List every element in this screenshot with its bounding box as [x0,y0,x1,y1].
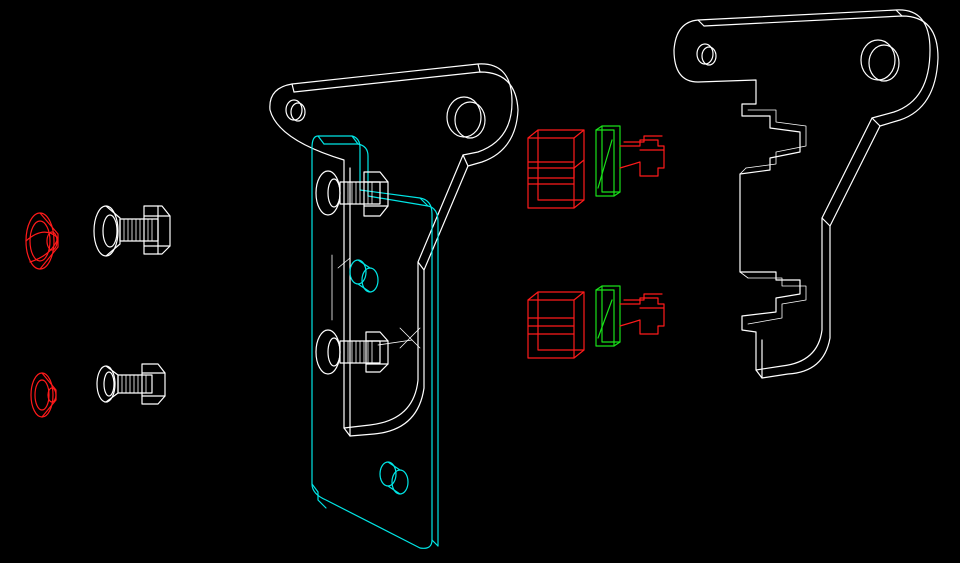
t-bracket-plate [269,63,519,437]
tab-clip-top [595,125,665,197]
screw-middle-top [315,170,389,217]
mounting-plate [311,135,439,549]
tab-clip-bottom [595,285,665,347]
screw-left-bottom [96,363,166,405]
washer-top [25,212,59,270]
clamp-block-top [527,129,585,209]
clamp-block-bottom [527,291,585,359]
slotted-bracket-plate [673,9,939,379]
screw-left-top [93,205,171,257]
washer-bottom [30,372,57,418]
screw-middle-bottom [315,329,389,375]
construction-marks [331,254,421,349]
